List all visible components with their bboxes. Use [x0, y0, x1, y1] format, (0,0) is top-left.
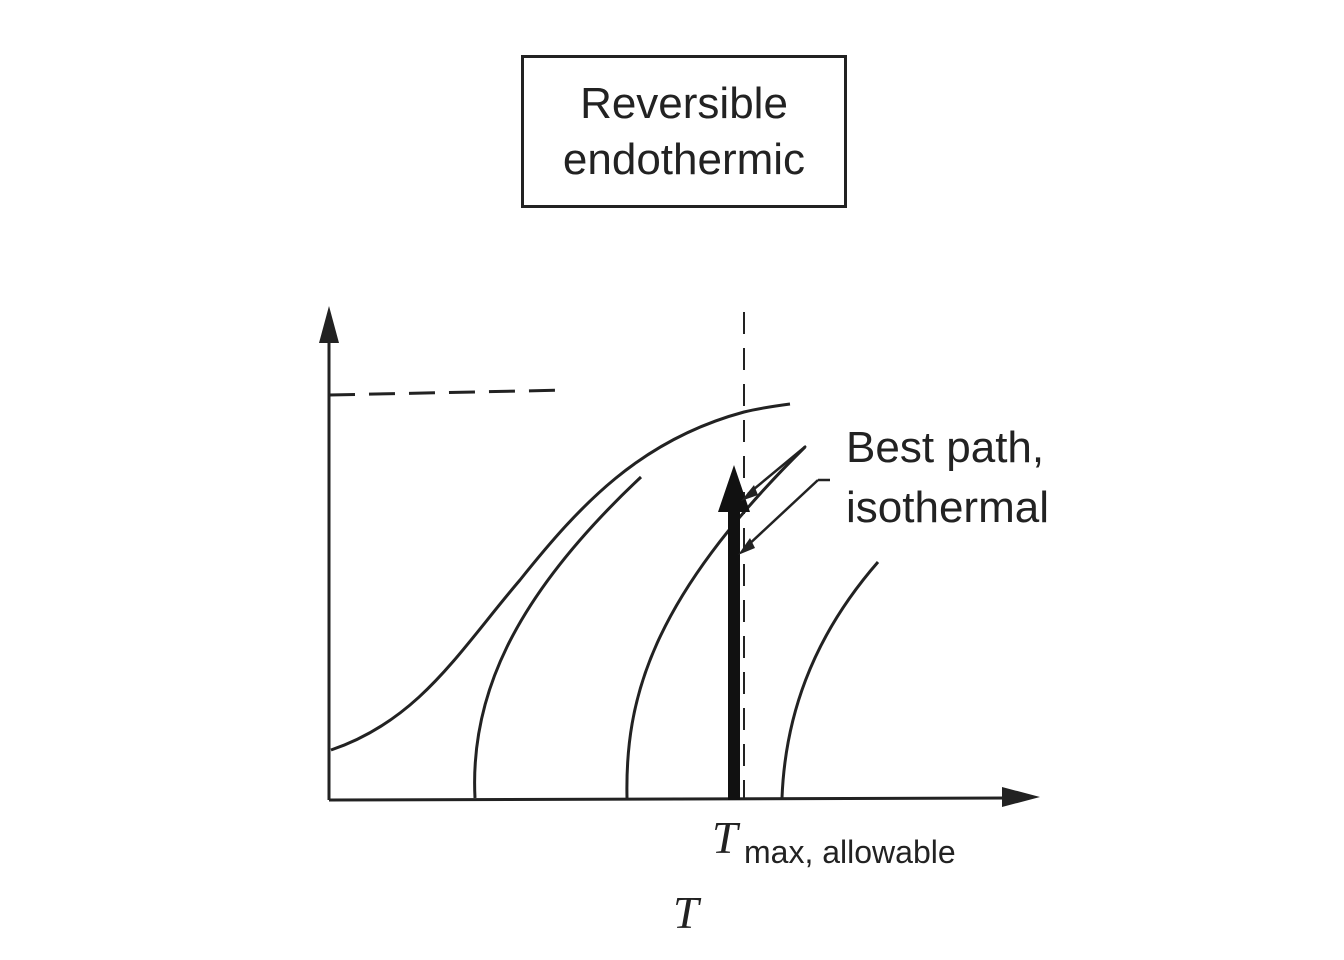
annotation-pointer-2-head — [738, 538, 755, 555]
annotation-pointer-1 — [747, 445, 807, 495]
annotation-line-2: isothermal — [846, 483, 1049, 532]
y-axis-arrowhead — [319, 306, 339, 343]
x-axis-label: T — [673, 887, 702, 938]
title-line-1: Reversible — [580, 78, 788, 128]
equilibrium-curve — [330, 402, 791, 752]
tmax-subscript: max, allowable — [744, 834, 956, 870]
x-axis — [328, 796, 1011, 802]
x-axis-arrowhead — [1002, 787, 1040, 807]
rate-contour-3 — [780, 561, 880, 799]
best-path-arrowhead — [718, 465, 750, 512]
rate-contour-1 — [473, 475, 643, 799]
title-line-2: endothermic — [562, 134, 806, 184]
annotation-pointer-1-head — [741, 485, 758, 501]
tmax-symbol: T — [712, 812, 741, 863]
equilibrium-limit-dashed-line — [328, 388, 569, 397]
title-box: Reversible endothermic — [521, 55, 847, 208]
annotation-pointer-2b — [744, 479, 819, 549]
rate-contour-2 — [625, 445, 807, 799]
annotation-line-1: Best path, — [846, 423, 1044, 472]
